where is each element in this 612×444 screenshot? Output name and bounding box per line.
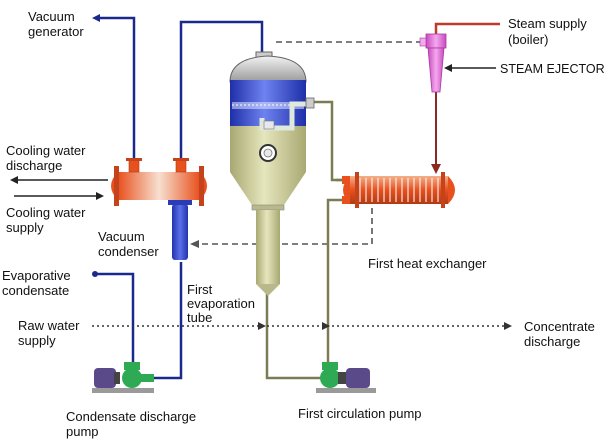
circulation-piping: [265, 100, 346, 380]
evaporator-vessel-icon: [229, 51, 315, 296]
vacuum-generator-line: [92, 14, 136, 162]
cooling-water-discharge-arrow: [10, 176, 108, 184]
first-circulation-pump-icon: [316, 362, 376, 393]
steam-ejector-pointer: [444, 64, 496, 72]
label-first-circulation-pump: First circulation pump: [298, 406, 422, 421]
label-first-evaporation-tube: First evaporation tube: [187, 282, 259, 325]
evaporative-condensate-line: [92, 271, 135, 362]
ejector-outlet-line: [431, 92, 441, 174]
label-vacuum-condenser: Vacuum condenser: [98, 229, 159, 259]
shell-and-tube-condenser-icon: [111, 158, 207, 260]
label-steam-ejector: STEAM EJECTOR: [500, 62, 605, 76]
label-cooling-water-supply: Cooling water supply: [6, 205, 89, 235]
label-vacuum-generator: Vacuum generator: [28, 9, 84, 39]
cooling-water-supply-arrow: [14, 192, 104, 200]
label-raw-water-supply: Raw water supply: [18, 318, 83, 348]
steam-ejector-icon: [419, 33, 447, 93]
condensate-discharge-pump-icon: [92, 362, 154, 393]
vapor-line: [179, 20, 264, 162]
steam-supply-line: [434, 22, 500, 36]
label-first-heat-exchanger: First heat exchanger: [368, 256, 487, 271]
label-evaporative-condensate: Evaporative condensate: [2, 268, 74, 298]
shell-and-tube-heat-exchanger-icon: [342, 172, 455, 208]
condensate-return-line: [150, 262, 183, 380]
label-concentrate-discharge: Concentrate discharge: [524, 319, 598, 349]
raw-water-to-concentrate-line: [92, 322, 512, 330]
exchanger-to-condenser-dashed-line: [190, 191, 373, 248]
label-condensate-discharge-pump: Condensate discharge pump: [66, 409, 200, 439]
label-cooling-water-discharge: Cooling water discharge: [6, 143, 89, 173]
label-steam-supply: Steam supply (boiler): [508, 16, 590, 47]
